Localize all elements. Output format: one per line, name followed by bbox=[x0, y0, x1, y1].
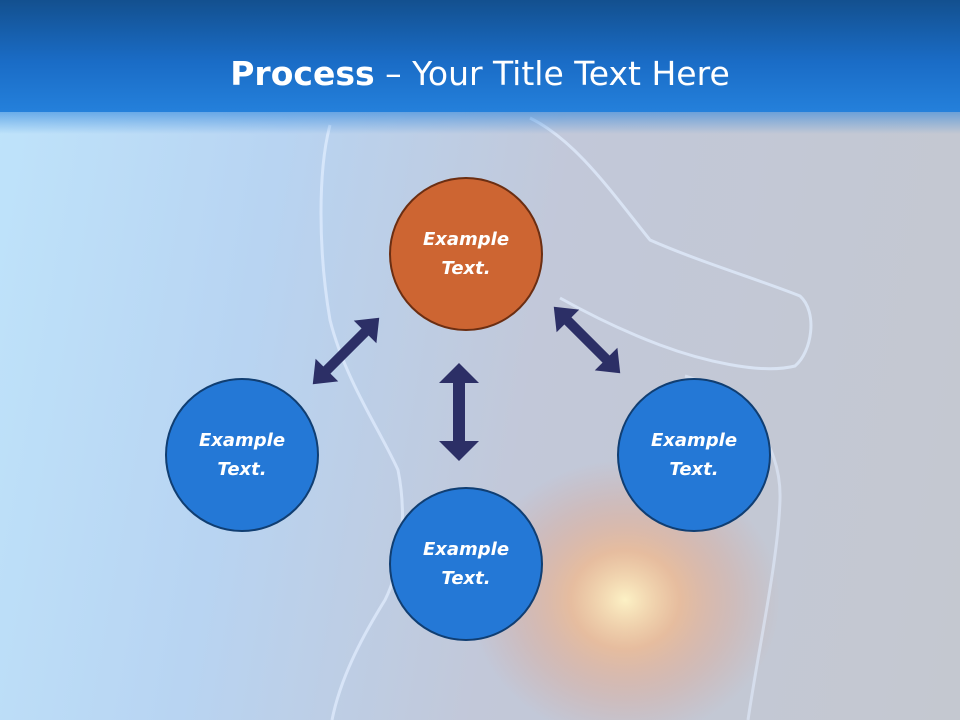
slide-title[interactable]: Process – Your Title Text Here bbox=[0, 52, 960, 96]
title-regular-text: – Your Title Text Here bbox=[385, 54, 730, 93]
title-bold-text: Process bbox=[230, 54, 375, 93]
arm-silhouette bbox=[529, 116, 813, 371]
double-arrow-vertical[interactable] bbox=[439, 363, 479, 461]
process-node-right[interactable]: Example Text. bbox=[617, 378, 771, 532]
double-arrow-top-right[interactable] bbox=[542, 295, 631, 384]
node-left-label: Example Text. bbox=[198, 430, 286, 480]
node-bottom-label: Example Text. bbox=[422, 539, 510, 589]
node-right-label: Example Text. bbox=[650, 430, 738, 480]
body-silhouette bbox=[319, 124, 404, 720]
title-bar-fade bbox=[0, 112, 960, 134]
double-arrow-top-left[interactable] bbox=[301, 306, 390, 395]
node-top-label: Example Text. bbox=[422, 229, 510, 279]
process-node-left[interactable]: Example Text. bbox=[165, 378, 319, 532]
process-node-top[interactable]: Example Text. bbox=[389, 177, 543, 331]
title-bar bbox=[0, 0, 960, 112]
process-node-bottom[interactable]: Example Text. bbox=[389, 487, 543, 641]
